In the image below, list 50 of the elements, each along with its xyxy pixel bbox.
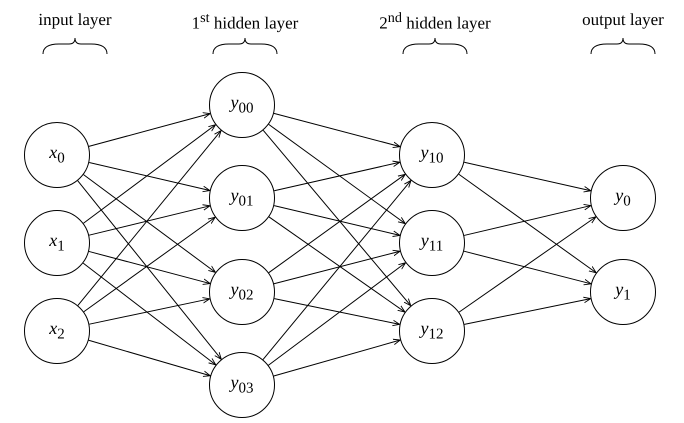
- neuron-label: y$_{0}$: [615, 185, 631, 211]
- arrow: [262, 130, 412, 306]
- arrow: [274, 160, 400, 192]
- layer-label: input layer: [38, 10, 112, 30]
- arrow: [262, 180, 412, 360]
- neuron-label: y$_{10}$: [420, 142, 444, 168]
- layer-label: 1$^{st}$ hidden layer: [192, 10, 298, 34]
- neuron-label: y$_{1}$: [615, 279, 631, 305]
- arrow: [273, 112, 401, 148]
- arrow: [273, 338, 401, 376]
- arrow: [463, 250, 592, 286]
- arrow: [77, 130, 222, 306]
- neuron-label: y$_{12}$: [420, 318, 444, 344]
- layer-label: 2$^{nd}$ hidden layer: [379, 10, 491, 34]
- arrow: [88, 204, 210, 236]
- neuron-label: y$_{01}$: [230, 185, 254, 211]
- arrow: [88, 112, 211, 147]
- arrow: [268, 262, 406, 366]
- neuron-label: x$_{1}$: [49, 230, 65, 256]
- arrow: [268, 124, 406, 224]
- arrow: [464, 204, 592, 236]
- neuron-label: y$_{02}$: [230, 279, 254, 305]
- layer-label: output layer: [582, 10, 664, 30]
- neuron-circle: [209, 352, 275, 418]
- neuron-label: y$_{11}$: [420, 230, 444, 256]
- arrow: [88, 250, 211, 285]
- arrow: [458, 174, 597, 274]
- arrow: [82, 124, 216, 224]
- neuron-label: x$_{2}$: [49, 318, 65, 344]
- arrow: [464, 296, 592, 325]
- arrow: [88, 297, 210, 325]
- arrow: [274, 298, 400, 326]
- arrow: [464, 162, 592, 192]
- arrow: [274, 205, 400, 237]
- neuron-circle: [399, 298, 465, 364]
- neuron-circle: [209, 72, 275, 138]
- arrow: [268, 216, 406, 313]
- arrow: [88, 340, 211, 377]
- neuron-label: x$_{0}$: [49, 142, 65, 168]
- neuron-circle: [399, 122, 465, 188]
- neuron-label: y$_{03}$: [230, 372, 254, 398]
- arrow: [273, 250, 401, 284]
- arrow: [268, 174, 406, 274]
- neuron-label: y$_{00}$: [230, 92, 254, 118]
- arrow: [83, 216, 216, 312]
- arrow: [77, 180, 222, 360]
- arrow: [88, 162, 210, 192]
- arrow: [82, 262, 216, 366]
- arrow: [83, 174, 216, 273]
- arrow: [458, 216, 596, 313]
